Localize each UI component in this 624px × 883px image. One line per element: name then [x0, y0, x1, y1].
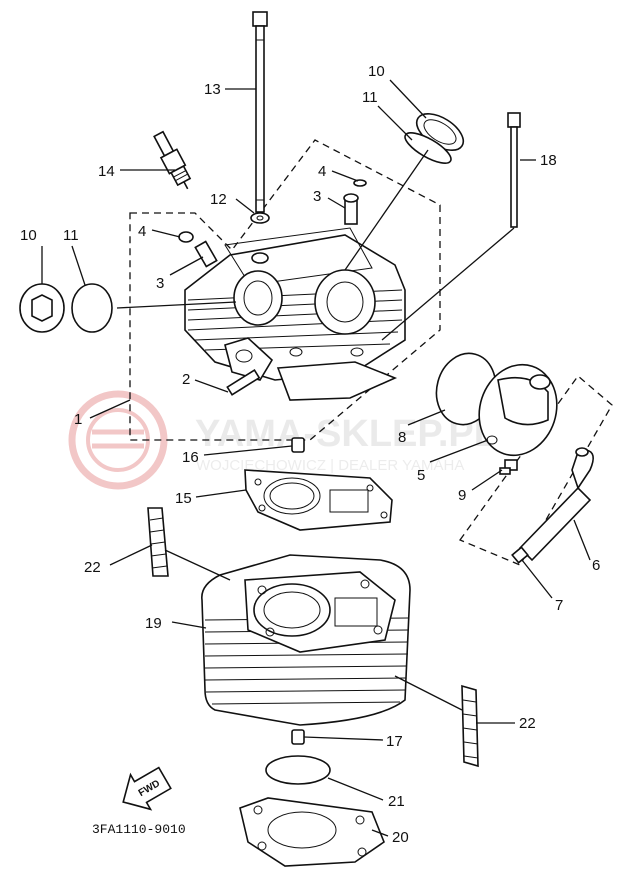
base-gasket-20: [239, 797, 385, 867]
part-label: 14: [98, 163, 115, 180]
cover-5: [478, 363, 558, 457]
part-label: 3: [156, 275, 164, 292]
part-label: 22: [84, 559, 101, 576]
part-label: 8: [398, 429, 406, 446]
clip-4-right: [353, 179, 367, 187]
watermark: YAMA-SKLEP.PL WOJCIECHOWICZ | DEALER YAM…: [68, 390, 497, 490]
o-ring-21: [265, 755, 331, 785]
watermark-subtitle: WOJCIECHOWICZ | DEALER YAMAHA: [196, 457, 464, 474]
bolt-18: [507, 112, 521, 228]
spark-plug-14: [153, 130, 192, 190]
stud-2: [226, 369, 261, 396]
valve-guide-3-left: [194, 240, 218, 268]
part-label: 9: [458, 487, 466, 504]
part-label: 7: [555, 597, 563, 614]
plug-cap-10-top: [415, 113, 465, 151]
part-label: 22: [519, 715, 536, 732]
part-label: 21: [388, 793, 405, 810]
washer-12: [250, 212, 270, 224]
chain-guide-22-left: [147, 507, 169, 577]
valve-guide-3-right: [343, 193, 359, 225]
part-label: 16: [182, 449, 199, 466]
watermark-brand: YAMA-SKLEP.PL: [195, 413, 497, 455]
part-label: 5: [417, 467, 425, 484]
clip-4-left: [178, 231, 194, 243]
cylinder-head-1: [184, 227, 406, 401]
part-label: 20: [392, 829, 409, 846]
o-ring-11-left: [71, 283, 113, 333]
watermark-logo-icon: [68, 390, 168, 490]
part-label: 18: [540, 152, 557, 169]
dowel-pin-16: [291, 437, 305, 453]
part-label: 3: [313, 188, 321, 205]
part-label: 2: [182, 371, 190, 388]
part-label: 4: [138, 223, 146, 240]
diagram-code: 3FA1110-9010: [92, 822, 186, 837]
part-labels: 1 2 3 3 4 4 5 6 7 8 9 10 10 11 11 12 13 …: [20, 63, 600, 846]
part-label: 10: [368, 63, 385, 80]
part-label: 19: [145, 615, 162, 632]
fwd-arrow-icon: FWD: [122, 766, 172, 811]
part-label: 4: [318, 163, 326, 180]
plug-cap-10-left: [19, 283, 65, 333]
part-label: 12: [210, 191, 227, 208]
part-label: 13: [204, 81, 221, 98]
part-label: 11: [362, 89, 378, 106]
part-label: 6: [592, 557, 600, 574]
part-label: 15: [175, 490, 192, 507]
clamp-7: [511, 546, 529, 564]
part-label: 17: [386, 733, 403, 750]
stud-bolt-13: [252, 11, 268, 213]
breather-hose-6: [518, 447, 594, 562]
leader-lines: [41, 79, 591, 837]
part-label: 11: [63, 227, 79, 244]
head-gasket-15: [244, 469, 393, 531]
cylinder-head-assembly-boundary: [129, 139, 441, 441]
part-label: 1: [74, 411, 82, 428]
dowel-pin-17: [291, 729, 305, 745]
cylinder-19: [201, 554, 411, 726]
part-label: 10: [20, 227, 37, 244]
screw-9: [499, 459, 518, 475]
chain-guide-22-right: [461, 684, 479, 768]
